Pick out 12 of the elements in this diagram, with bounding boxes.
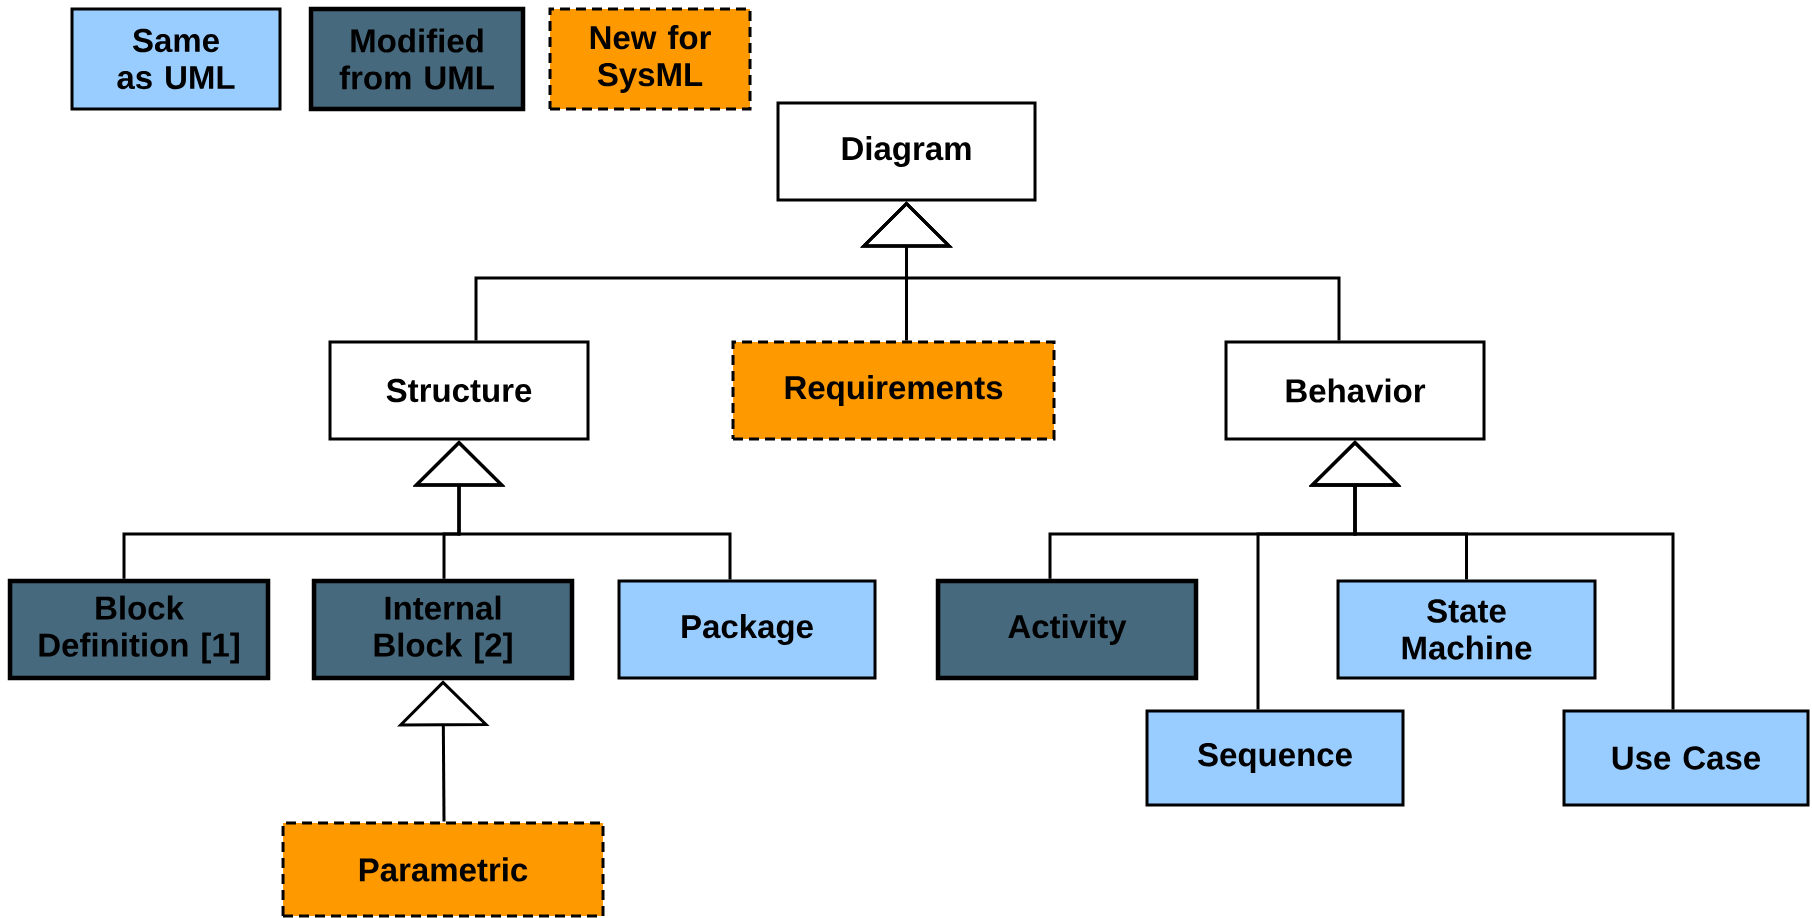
- diagram-type-box: Package: [617, 579, 877, 680]
- diagram-type-box: Sequence: [1145, 709, 1405, 807]
- diagram-type-box: Behavior: [1224, 340, 1486, 441]
- diagram-type-box: Structure: [328, 340, 590, 441]
- diagram-type-box: Use Case: [1562, 709, 1810, 807]
- diagram-type-box: State Machine: [1336, 579, 1597, 680]
- diagram-type-box: Block Definition [1]: [7, 578, 271, 681]
- diagram-type-box: Parametric: [281, 821, 605, 918]
- diagram-type-box: Diagram: [776, 101, 1037, 202]
- diagram-type-box: Activity: [935, 578, 1199, 681]
- diagram-type-box: Internal Block [2]: [311, 578, 575, 681]
- diagram-type-box: Requirements: [731, 340, 1056, 441]
